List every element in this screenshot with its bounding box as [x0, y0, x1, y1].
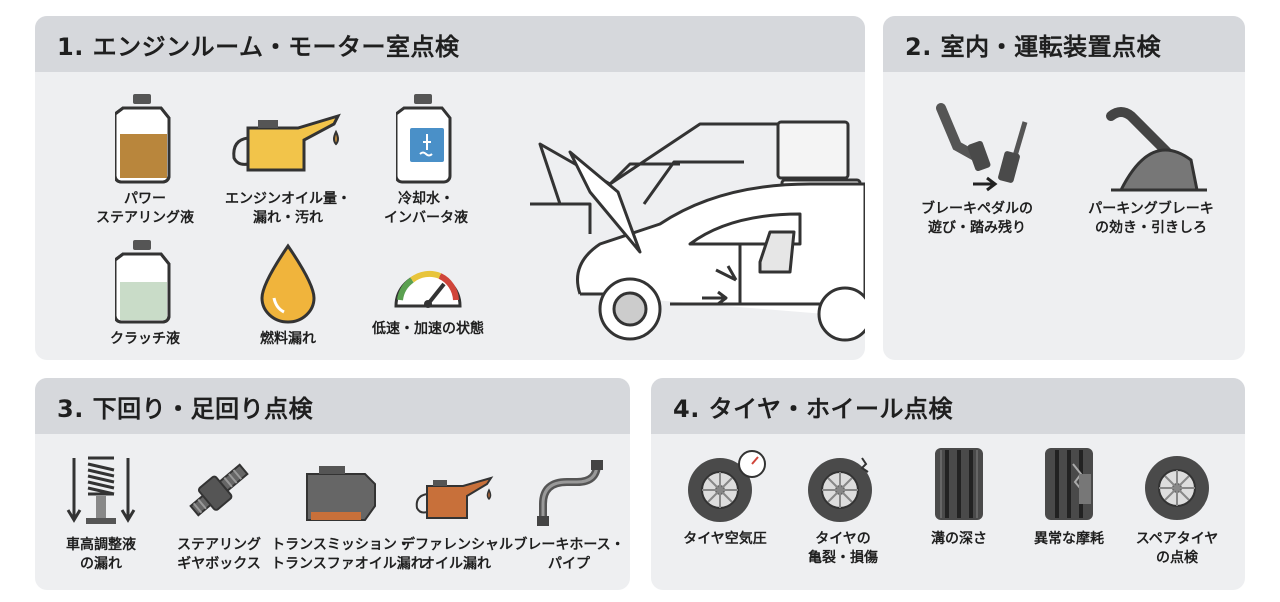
transmission-icon	[306, 466, 376, 521]
item-label: の点検	[1156, 550, 1198, 566]
section-engine-room: 1. エンジンルーム・モーター室点検 パワーステアリング液 エンジンオイル量・漏…	[35, 16, 865, 360]
item-label: 亀裂・損傷	[808, 550, 878, 566]
spare-tire-icon	[1145, 456, 1209, 520]
item-label: 車高調整液	[66, 537, 136, 553]
section-title: 4. タイヤ・ホイール点検	[651, 378, 1245, 434]
item-parking-brake: パーキングブレーキの効き・引きしろ	[1069, 102, 1233, 238]
item-label: の漏れ	[80, 556, 122, 572]
section-undercarriage: 3. 下回り・足回り点検 車高調整液の漏れ ステアリングギヤボックス トランスミ…	[35, 378, 630, 590]
item-label: ステアリング	[177, 537, 261, 553]
item-label: エンジンオイル量・	[225, 191, 351, 207]
item-abnormal-wear: 異常な摩耗	[1009, 444, 1129, 549]
item-steering-gearbox: ステアリングギヤボックス	[159, 450, 279, 574]
section-tires-wheels: 4. タイヤ・ホイール点検 タイヤ空気圧 タイヤの亀裂・損傷 溝の深さ	[651, 378, 1245, 590]
item-tread-depth: 溝の深さ	[899, 444, 1019, 549]
item-spare-tire: スペアタイヤの点検	[1117, 448, 1237, 568]
item-label: 低速・加速の状態	[372, 321, 484, 337]
item-label: の効き・引きしろ	[1095, 220, 1207, 236]
coolant-bottle-icon	[396, 94, 452, 184]
item-label: スペアタイヤ	[1135, 531, 1219, 547]
car-hood-open-icon	[530, 120, 865, 342]
section-title: 3. 下回り・足回り点検	[35, 378, 630, 434]
differential-oil-can-icon	[415, 476, 494, 519]
item-label: 燃料漏れ	[260, 331, 316, 347]
suspension-spring-icon	[66, 456, 136, 524]
parking-brake-lever-icon	[1106, 107, 1207, 192]
item-transmission-oil: トランスミッション・トランスファオイル漏れ	[271, 458, 425, 574]
item-brake-pedal: ブレーキペダルの遊び・踏み残り	[897, 102, 1057, 238]
item-label: インバータ液	[384, 210, 468, 226]
item-label: 遊び・踏み残り	[928, 220, 1026, 236]
item-label: ブレーキホース・	[513, 537, 625, 553]
item-engine-oil: エンジンオイル量・漏れ・汚れ	[213, 98, 363, 228]
item-tire-pressure: タイヤ空気圧	[665, 448, 785, 549]
item-label: 漏れ・汚れ	[253, 210, 323, 226]
item-brake-hose: ブレーキホース・パイプ	[509, 458, 629, 574]
section-title: 1. エンジンルーム・モーター室点検	[35, 16, 865, 72]
item-label: クラッチ液	[110, 331, 180, 347]
item-label: トランスミッション・	[271, 537, 411, 553]
section-title: 2. 室内・運転装置点検	[883, 16, 1245, 72]
item-label: ステアリング液	[96, 210, 194, 226]
speed-gauge-icon	[394, 270, 462, 308]
item-height-adjust-fluid: 車高調整液の漏れ	[41, 450, 161, 574]
power-steering-fluid-bottle-icon	[115, 94, 171, 184]
brake-hose-icon	[537, 460, 603, 526]
item-label: パイプ	[548, 556, 590, 572]
item-label: 冷却水・	[398, 191, 454, 207]
brake-pedal-icon	[936, 103, 1028, 192]
item-clutch-fluid: クラッチ液	[75, 238, 215, 349]
item-label: パワー	[124, 191, 166, 207]
item-label: タイヤの	[815, 531, 871, 547]
item-label: タイヤ空気圧	[683, 531, 767, 547]
item-tire-crack: タイヤの亀裂・損傷	[783, 448, 903, 568]
tire-crack-icon	[808, 457, 872, 522]
abnormal-wear-icon	[1045, 448, 1093, 520]
item-coolant: 冷却水・インバータ液	[361, 92, 491, 228]
item-label: オイル漏れ	[421, 556, 491, 572]
tread-depth-icon	[935, 448, 983, 520]
item-differential-oil: デファレンシャルオイル漏れ	[401, 464, 513, 574]
oil-can-icon	[232, 113, 341, 172]
item-label: パーキングブレーキ	[1088, 201, 1214, 217]
section-interior-controls: 2. 室内・運転装置点検 ブレーキペダルの遊び・踏み残り パーキングブレーキの効…	[883, 16, 1245, 360]
item-label: トランスファオイル漏れ	[271, 556, 425, 572]
tire-pressure-icon	[688, 450, 766, 522]
clutch-fluid-bottle-icon	[115, 240, 171, 324]
item-label: 異常な摩耗	[1034, 531, 1104, 547]
item-label: ブレーキペダルの	[921, 201, 1033, 217]
item-label: 溝の深さ	[931, 531, 987, 547]
item-label: デファレンシャル	[401, 537, 513, 553]
item-fuel-leak: 燃料漏れ	[213, 242, 363, 349]
steering-gearbox-icon	[189, 463, 249, 517]
item-speed-state: 低速・加速の状態	[353, 254, 503, 339]
fuel-drop-icon	[260, 243, 316, 324]
item-label: ギヤボックス	[177, 556, 261, 572]
item-power-steering-fluid: パワーステアリング液	[75, 92, 215, 228]
